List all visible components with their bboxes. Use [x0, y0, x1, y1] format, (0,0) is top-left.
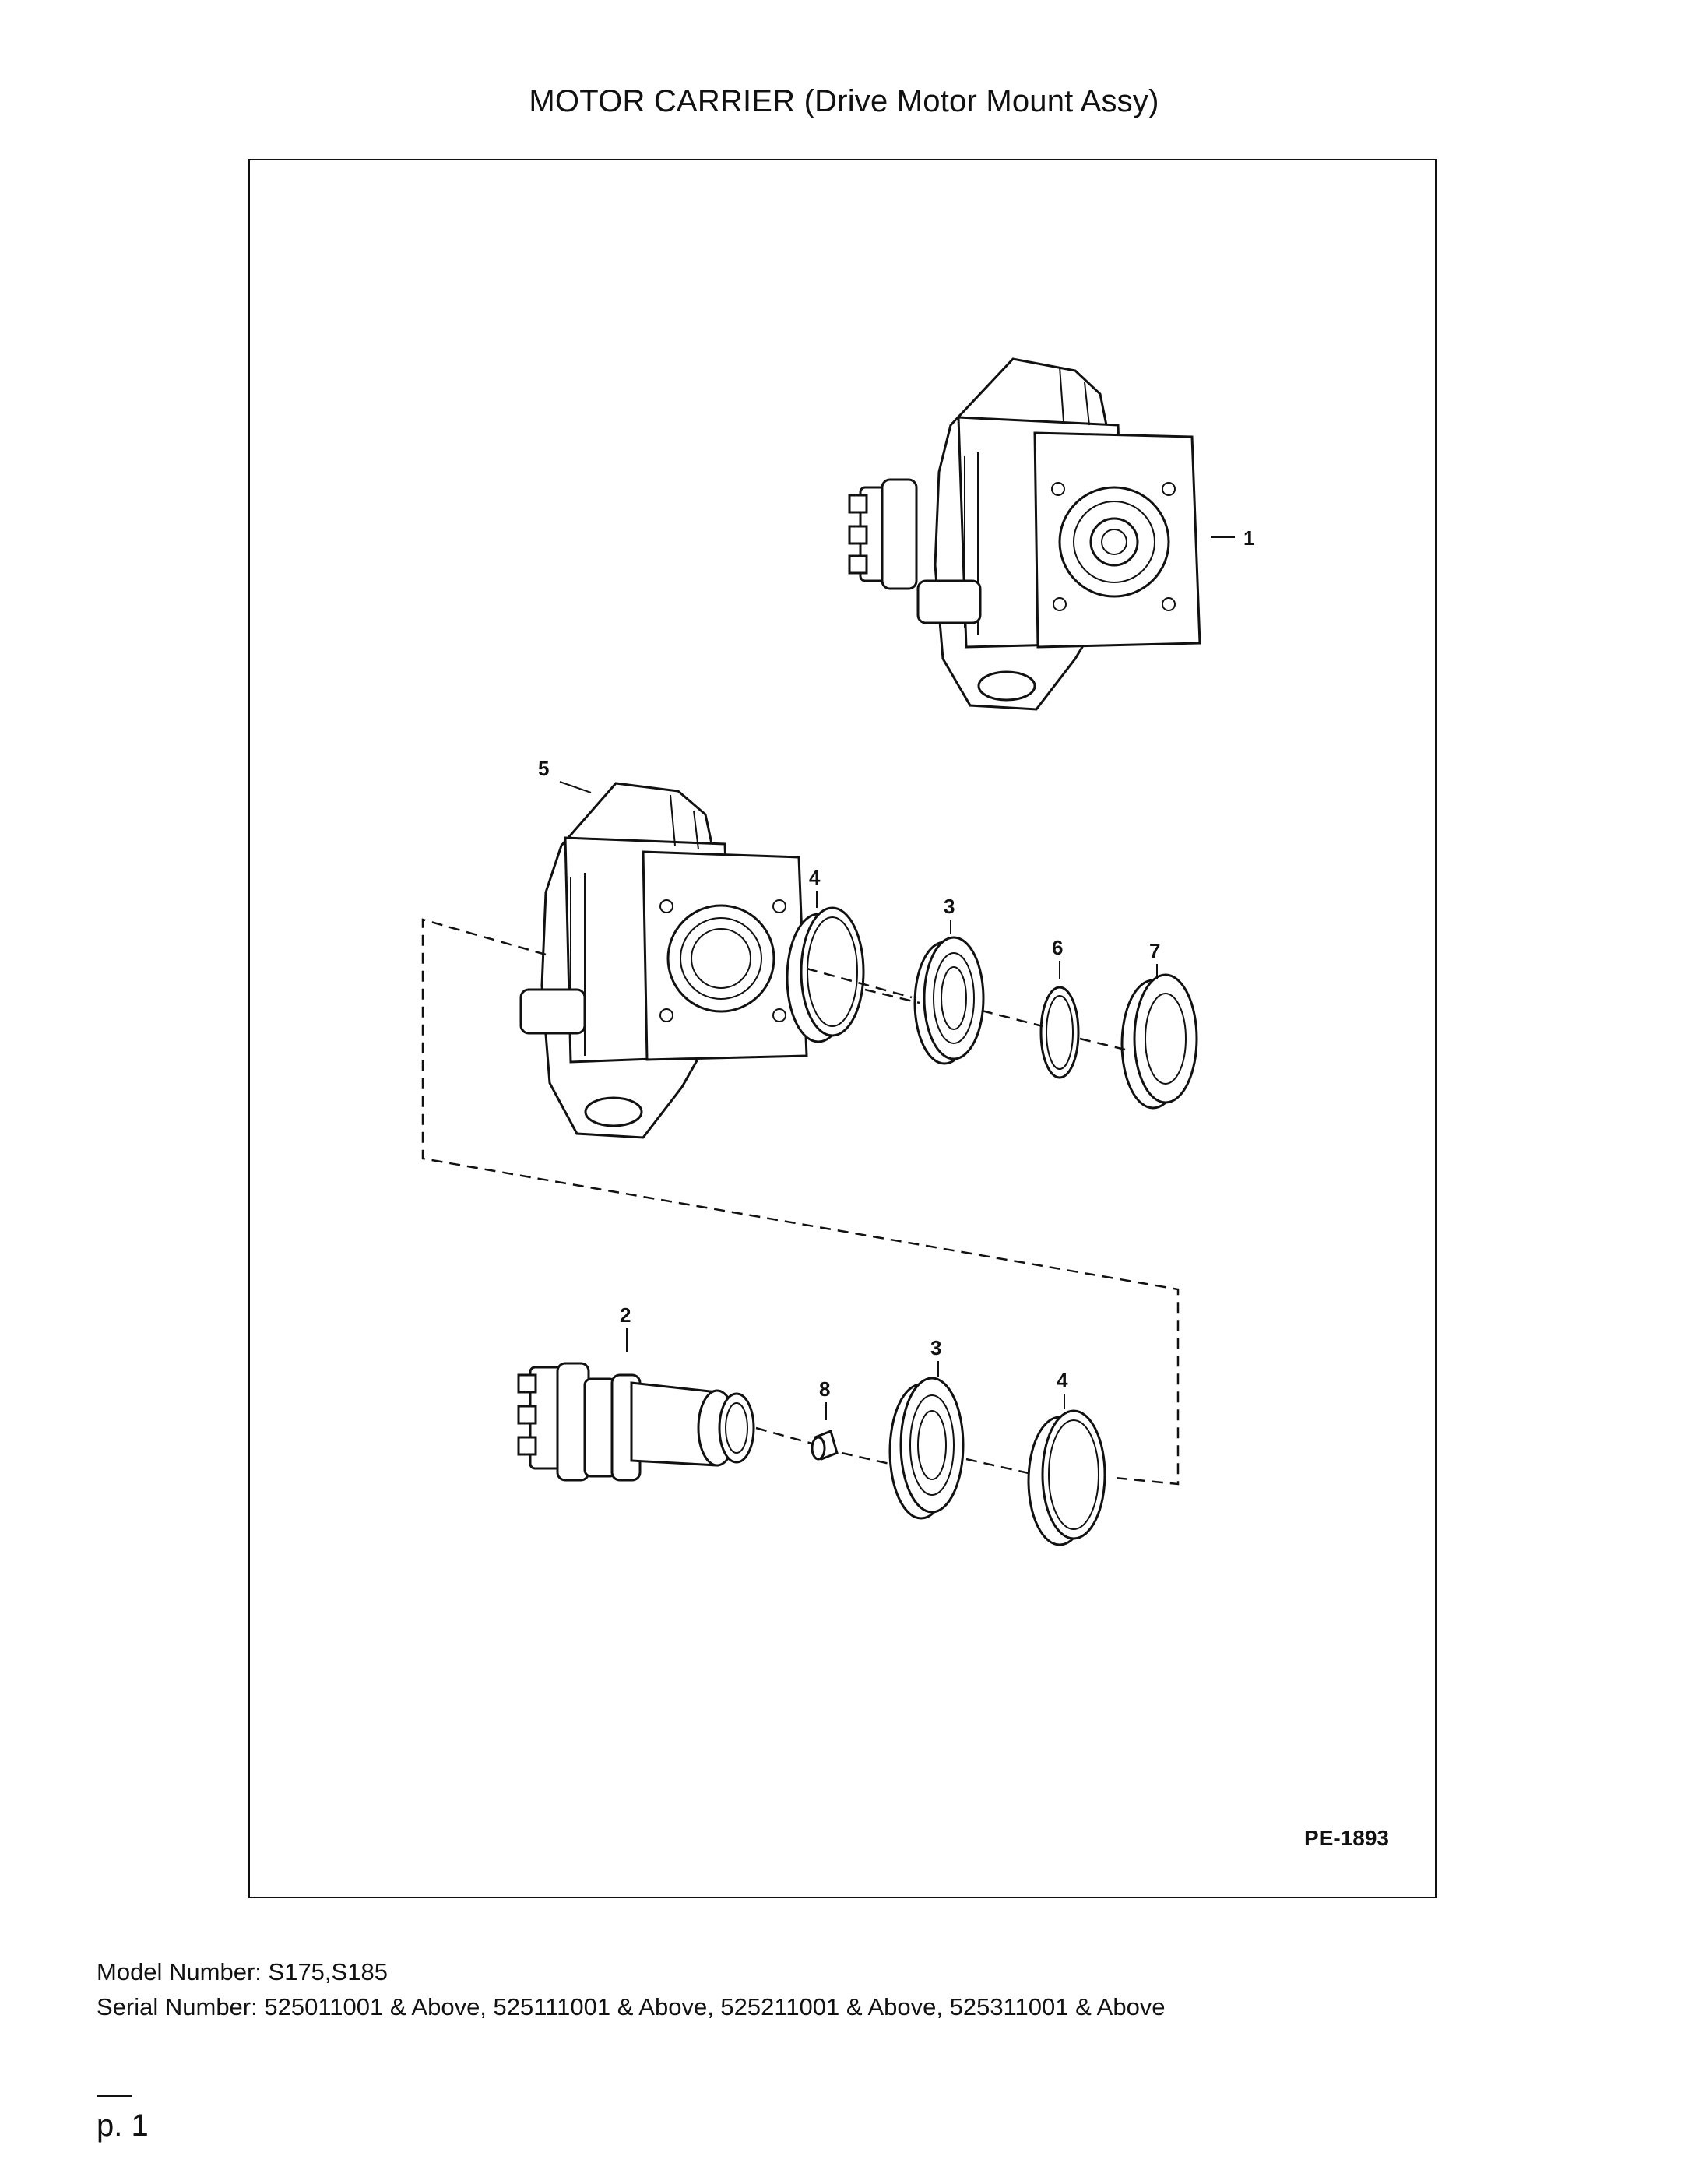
callout-7: 7: [1149, 939, 1160, 962]
part-1-motor-carrier-assembly: 1: [848, 357, 1254, 711]
model-number: Model Number: S175,S185: [97, 1958, 388, 1985]
callout-5: 5: [538, 757, 549, 780]
assembly-line-lower-1: [755, 1426, 813, 1445]
page-number-rule: [97, 2095, 132, 2097]
callout-4a: 4: [809, 866, 821, 889]
part-4-bearing-cup-lower: 4: [1027, 1369, 1106, 1546]
part-3-bearing-cone-upper: 3: [913, 895, 985, 1065]
assembly-line-lower-3: [965, 1458, 1029, 1475]
callout-1: 1: [1243, 526, 1254, 550]
assembly-line-upper-2: [864, 988, 920, 1004]
sprocket-1: [848, 478, 918, 590]
part-5-carrier-housing: 5: [519, 757, 808, 1139]
callout-4b: 4: [1057, 1369, 1068, 1392]
model-info: Model Number: S175,S185 Serial Number: 5…: [97, 1954, 1166, 2024]
assembly-line-upper-4: [1079, 1037, 1126, 1051]
assembly-line-lower-2: [841, 1451, 894, 1466]
callout-2: 2: [620, 1303, 631, 1327]
part-7-seal: 7: [1120, 939, 1198, 1110]
part-3-bearing-cone-lower: 3: [888, 1336, 965, 1520]
callout-3b: 3: [930, 1336, 941, 1359]
page-title: MOTOR CARRIER (Drive Motor Mount Assy): [529, 84, 1159, 118]
serial-number: Serial Number: 525011001 & Above, 525111…: [97, 1993, 1166, 2020]
part-4-bearing-cup-upper: 4: [786, 866, 865, 1043]
figure-id: PE-1893: [1304, 1826, 1389, 1850]
callout-3a: 3: [944, 895, 955, 918]
part-8-pin: 8: [811, 1377, 839, 1461]
exploded-view-frame: 1 5 4: [248, 159, 1437, 1898]
callout-6: 6: [1052, 936, 1063, 959]
part-6-snap-ring: 6: [1039, 936, 1080, 1079]
assembly-line-upper-3: [981, 1009, 1043, 1028]
assembly-line-upper-1: [806, 967, 913, 999]
exploded-parts-diagram: 1 5 4: [421, 357, 1254, 1546]
page-number: p. 1: [97, 2108, 149, 2143]
callout-8: 8: [819, 1377, 830, 1401]
part-2-axle-sprocket: 2: [517, 1303, 755, 1482]
